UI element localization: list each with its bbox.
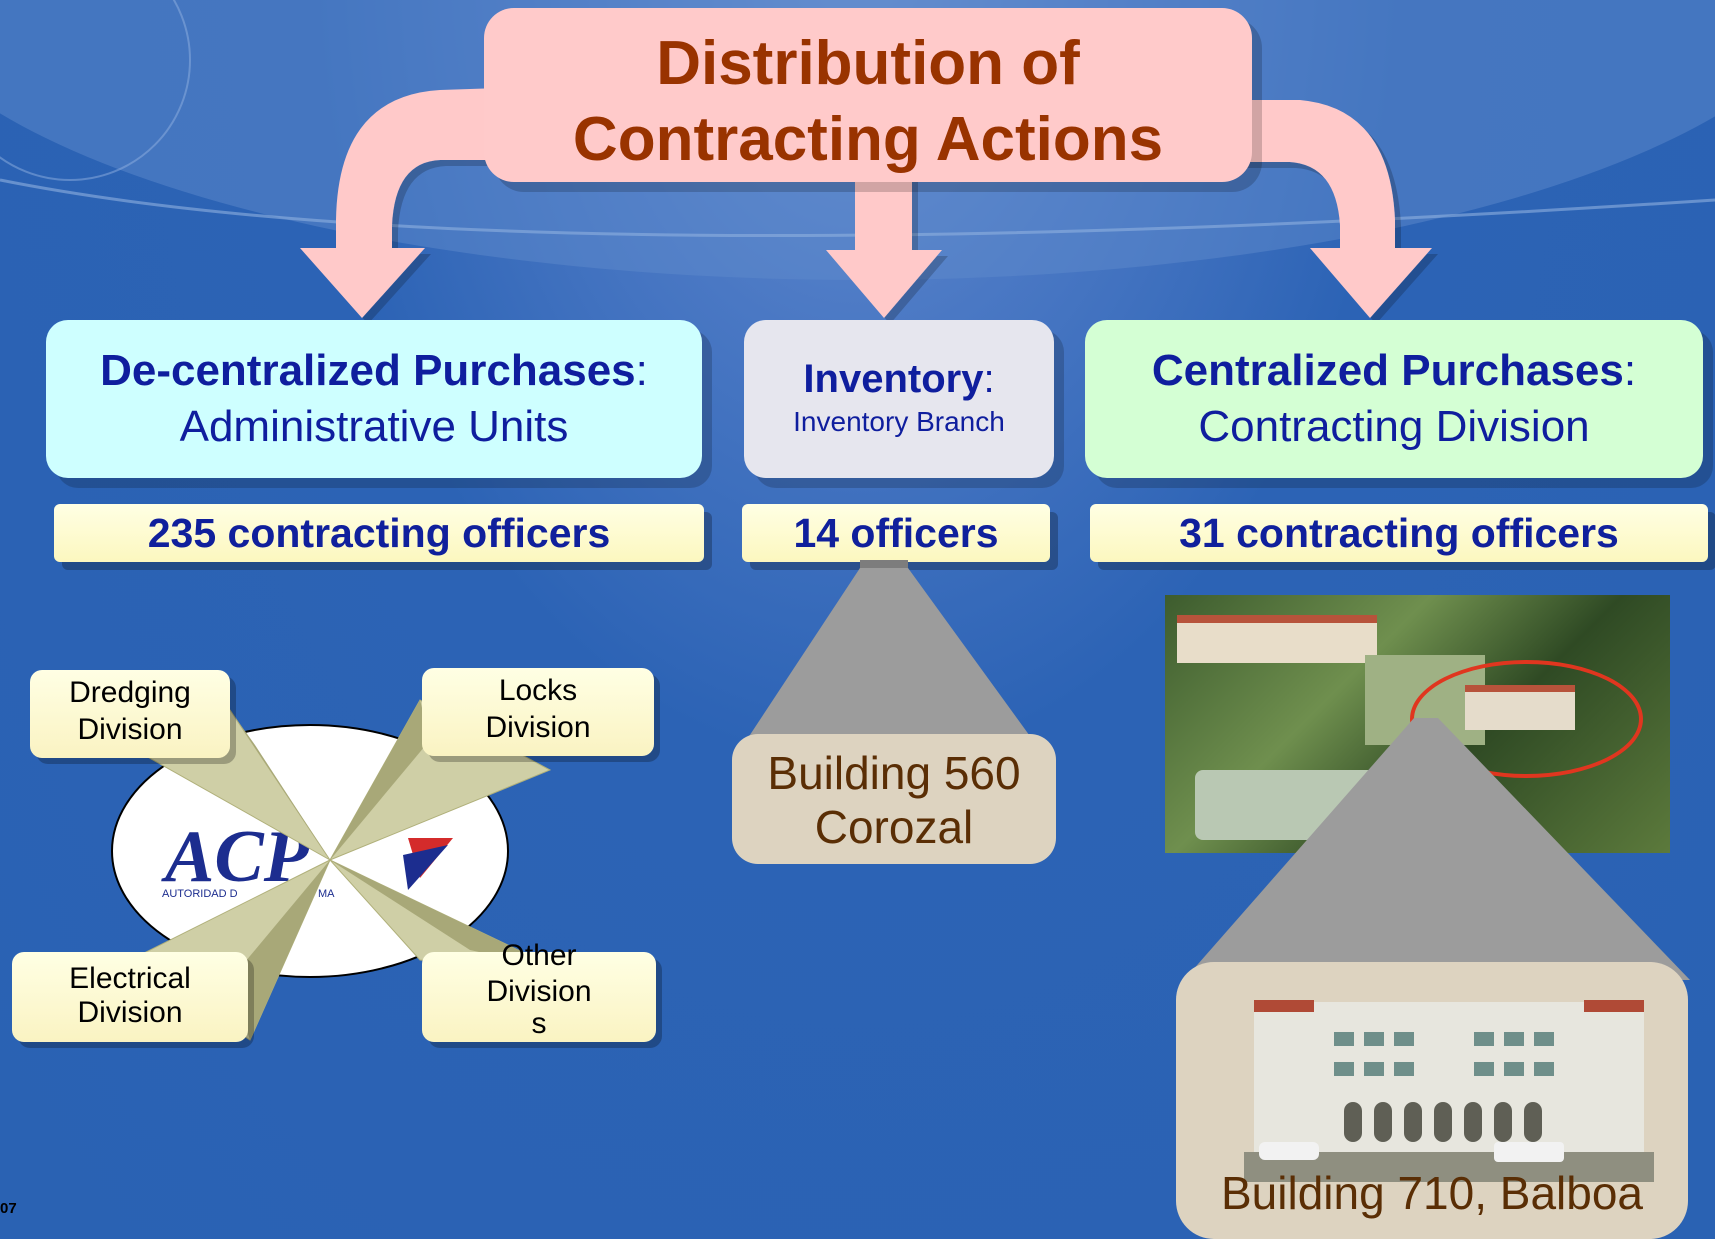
locks-division: Locks Division — [422, 668, 654, 756]
title-box: Distribution of Contracting Actions — [484, 8, 1252, 182]
building-710-photo — [1244, 982, 1654, 1182]
centralized-box: Centralized Purchases: Contracting Divis… — [1085, 320, 1703, 478]
decentralized-colon: : — [635, 346, 648, 395]
inventory-location-line2: Corozal — [814, 801, 974, 853]
electrical-line1: Electrical — [69, 962, 191, 995]
centralized-heading: Centralized Purchases — [1151, 346, 1624, 395]
decentralized-heading: De-centralized Purchases — [100, 346, 636, 395]
left-arrow — [300, 88, 500, 318]
title-line-2: Contracting Actions — [572, 105, 1164, 174]
electrical-division: Electrical Division — [12, 952, 248, 1042]
title-line-1: Distribution of — [656, 29, 1080, 98]
right-arrow — [1240, 100, 1432, 318]
centralized-location-box: Building 710, Balboa — [1176, 962, 1688, 1239]
inventory-heading: Inventory — [803, 357, 984, 401]
inventory-callout-beam — [740, 560, 1040, 750]
acp-logo-small-left: AUTORIDAD D — [162, 888, 238, 900]
centralized-callout-beam — [1184, 718, 1690, 980]
decentralized-box: De-centralized Purchases: Administrative… — [46, 320, 702, 478]
dredging-division: Dredging Division — [30, 670, 230, 758]
locks-line1: Locks — [498, 674, 578, 707]
inventory-location-box: Building 560 Corozal — [732, 734, 1056, 864]
dredging-line2: Division — [77, 713, 183, 746]
centralized-sub: Contracting Division — [1198, 402, 1590, 451]
inventory-count: 14 officers — [742, 504, 1050, 562]
centralized-location-line1: Building 710, Balboa — [1221, 1167, 1643, 1219]
electrical-line2: Division — [77, 996, 183, 1029]
acp-logo-small-right: MA — [318, 888, 335, 900]
inventory-colon: : — [983, 357, 995, 401]
centralized-count: 31 contracting officers — [1090, 504, 1708, 562]
page-number-fragment: 07 — [0, 1200, 17, 1217]
distribution-arrows — [300, 88, 1432, 318]
middle-arrow — [826, 150, 942, 318]
other-divisions: Other Division s — [422, 939, 656, 1042]
inventory-box: Inventory: Inventory Branch — [744, 320, 1054, 478]
inventory-sub: Inventory Branch — [793, 406, 1005, 437]
decentralized-count: 235 contracting officers — [54, 504, 704, 562]
dredging-line1: Dredging — [69, 676, 191, 709]
other-line2: Division — [486, 975, 592, 1008]
locks-line2: Division — [485, 711, 591, 744]
other-line3: s — [531, 1007, 547, 1040]
decentralized-sub: Administrative Units — [179, 402, 569, 451]
inventory-location-line1: Building 560 — [767, 747, 1021, 799]
other-line1: Other — [501, 939, 577, 972]
centralized-colon: : — [1623, 346, 1637, 395]
